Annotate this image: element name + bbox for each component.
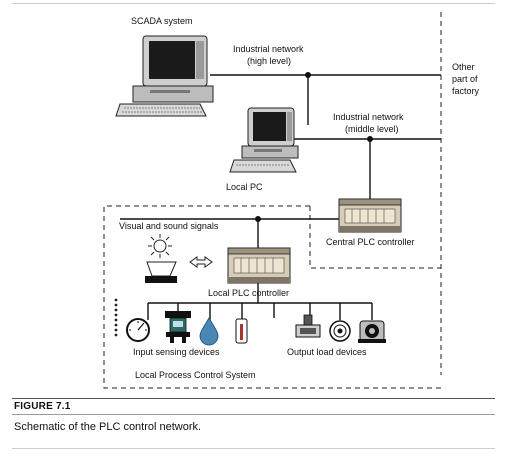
junction-dot <box>255 216 261 222</box>
bottom-border <box>12 448 495 449</box>
input-devices-label: Input sensing devices <box>133 347 220 357</box>
bidirectional-arrow-icon <box>189 256 213 268</box>
liquid-level-icon <box>199 317 219 346</box>
central-plc-icon <box>338 198 402 233</box>
caption-rule <box>12 398 495 399</box>
output-devices-label: Output load devices <box>287 347 367 357</box>
network-lines <box>120 74 441 322</box>
valve-actuator-icon <box>295 314 321 338</box>
visual-sound-label: Visual and sound signals <box>119 221 219 231</box>
caption-divider <box>12 414 495 415</box>
high-network-label-2: (high level) <box>247 56 291 66</box>
other-part-label-1: Other <box>452 62 475 72</box>
other-part-label-2: part of <box>452 74 478 84</box>
junction-dot <box>305 72 311 78</box>
thermometer-icon <box>235 318 248 344</box>
local-plc-icon <box>227 247 291 284</box>
other-part-label-3: factory <box>452 86 480 96</box>
high-network-label-1: Industrial network <box>233 44 304 54</box>
local-plc-label: Local PLC controller <box>208 288 289 298</box>
fan-wheel-icon <box>329 320 351 342</box>
top-border <box>12 3 495 4</box>
figure-caption: Schematic of the PLC control network. <box>14 421 202 433</box>
central-plc-label: Central PLC controller <box>326 237 415 247</box>
local-process-boundary <box>103 205 441 389</box>
local-pc-label: Local PC <box>226 182 263 192</box>
local-pc-icon <box>229 107 299 173</box>
scada-computer-icon <box>115 35 214 117</box>
local-process-label: Local Process Control System <box>135 370 256 380</box>
pressure-gauge-icon <box>126 318 150 342</box>
horn-icon <box>145 261 177 283</box>
signal-lamp-icon <box>148 234 172 258</box>
scada-label: SCADA system <box>131 16 193 26</box>
middle-network-label-1: Industrial network <box>333 112 404 122</box>
figure-label: FIGURE 7.1 <box>14 401 71 412</box>
middle-network-label-2: (middle level) <box>345 124 399 134</box>
input-status-dots <box>114 298 118 337</box>
flow-transmitter-icon <box>165 311 191 343</box>
junction-dot <box>367 136 373 142</box>
motor-icon <box>358 320 386 343</box>
